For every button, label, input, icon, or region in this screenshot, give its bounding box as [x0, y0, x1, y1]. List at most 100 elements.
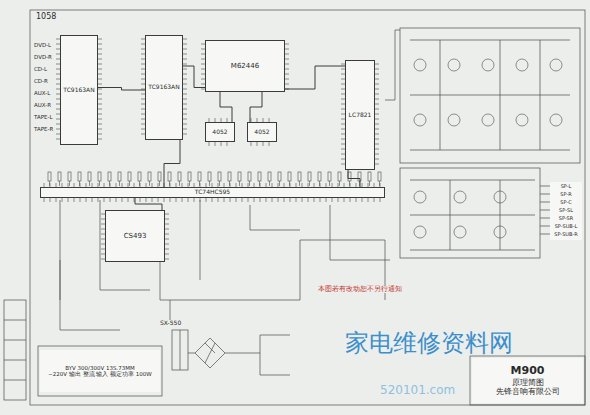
transistor-symbol [482, 114, 494, 126]
signal-name: AUX-R [34, 102, 51, 108]
part-label: TC74HC595 [195, 189, 230, 196]
ic-pin [62, 198, 63, 202]
note-box: BYV 300/300V 13S.73MM~220V 输出 整流 输入 额定功率… [40, 350, 160, 392]
ic-pin [248, 198, 249, 202]
ic-pin [368, 198, 369, 202]
ic-pin [332, 198, 333, 202]
ic-pin [375, 74, 379, 75]
wire [169, 181, 170, 186]
ic-pin [285, 84, 289, 85]
ic-pin [375, 114, 379, 115]
ic-pin [375, 64, 379, 65]
wiring [4, 10, 585, 405]
transistor-symbol [550, 114, 562, 126]
ic-pin [375, 144, 379, 145]
ic-chip: TC9163AN [60, 35, 98, 145]
ic-pin [183, 99, 187, 100]
margin-strip [4, 300, 26, 400]
ic-pin [278, 198, 279, 202]
drawing-number: 1058 [36, 13, 56, 22]
ic-pin [165, 234, 169, 235]
resistor-symbol [138, 172, 141, 181]
wire [279, 181, 280, 186]
ic-pin [165, 244, 169, 245]
ic-pin [320, 198, 321, 202]
signal-name: DVD-L [34, 42, 51, 48]
ic-pin [98, 139, 102, 140]
ic-pin [98, 44, 102, 45]
ic-pin [165, 249, 169, 250]
ic-pin [80, 198, 81, 202]
resistor-symbol [378, 172, 381, 181]
ic-pin [183, 54, 187, 55]
resistor-symbol [338, 172, 341, 181]
drawing-frame [30, 10, 585, 405]
resistor-symbol [128, 172, 131, 181]
ic-pin [98, 54, 102, 55]
ic-pin [165, 219, 169, 220]
ic-pin [98, 74, 102, 75]
ic-pin [194, 198, 195, 202]
ic-pin [152, 198, 153, 202]
ic-pin [375, 134, 379, 135]
ic-pin [285, 74, 289, 75]
title-text: 原理简图 [512, 378, 544, 387]
ic-pin [183, 59, 187, 60]
resistor-symbol [148, 172, 151, 181]
ic-pin [98, 49, 102, 50]
bus-line [183, 66, 205, 88]
wire [369, 181, 370, 186]
resistor-symbol [168, 172, 171, 181]
wire [119, 181, 120, 186]
resistor-symbol [178, 172, 181, 181]
ic-pin [183, 109, 187, 110]
ic-pin [296, 198, 297, 202]
wire [49, 181, 50, 186]
ic-pin [104, 198, 105, 202]
ic-pin [314, 198, 315, 202]
resistor-symbol [188, 172, 191, 181]
wire [89, 181, 90, 186]
bus-line [250, 92, 262, 122]
speaker-terminal: SP-SUB-R [550, 230, 582, 240]
ic-pin [98, 39, 102, 40]
part-label: M62446 [231, 62, 259, 70]
ic-pin [134, 198, 135, 202]
ic-pin [68, 198, 69, 202]
wire [199, 181, 200, 186]
ic-pin [98, 129, 102, 130]
ic-pin [206, 198, 207, 202]
transistor-symbol [550, 59, 562, 71]
ic-pin [98, 99, 102, 100]
ic-pin [183, 114, 187, 115]
ic-chip: M62446 [205, 40, 285, 92]
ic-pin [375, 124, 379, 125]
ic-pin [183, 69, 187, 70]
wire [269, 181, 270, 186]
resistor-symbol [198, 172, 201, 181]
ic-pin [98, 104, 102, 105]
ic-pin [285, 69, 289, 70]
part-label: TC9163AN [63, 87, 94, 94]
wire [299, 181, 300, 186]
signal-name: CD-R [34, 78, 48, 84]
resistor-symbol [68, 172, 71, 181]
ic-pin [272, 198, 273, 202]
ic-pin [110, 198, 111, 202]
ic-pin [116, 198, 117, 202]
ic-pin [56, 198, 57, 202]
ic-pin [183, 84, 187, 85]
ic-pin [146, 198, 147, 202]
wire [259, 181, 260, 186]
transistor-symbol [482, 59, 494, 71]
wire [309, 181, 310, 186]
ic-pin [183, 79, 187, 80]
ic-pin [380, 198, 381, 202]
transistor-symbol [494, 226, 506, 238]
ic-pin [183, 74, 187, 75]
analog-wires [60, 30, 400, 300]
ic-pin [251, 142, 252, 146]
title-frame [470, 356, 585, 405]
ic-pin [74, 198, 75, 202]
ic-pin [158, 198, 159, 202]
